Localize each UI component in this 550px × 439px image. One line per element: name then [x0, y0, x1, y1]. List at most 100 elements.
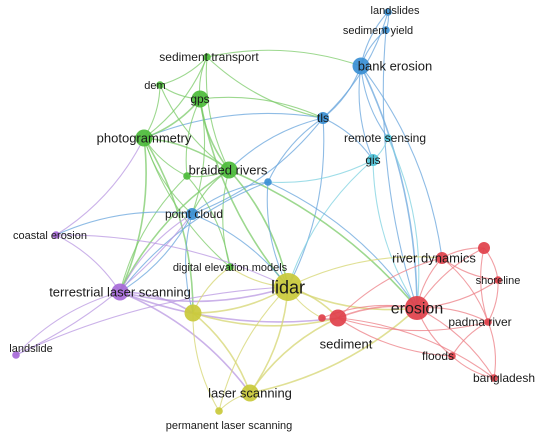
node-sediment[interactable]: [329, 309, 347, 327]
node-padma-river[interactable]: [484, 318, 492, 326]
edge-padma_river-bangladesh: [487, 321, 496, 379]
edge-braided_rivers-lidar: [228, 169, 289, 288]
edge-bank_erosion-tls: [322, 65, 362, 119]
node-shoreline[interactable]: [494, 276, 502, 284]
label-erosion: erosion: [391, 301, 443, 318]
node-floods[interactable]: [448, 352, 456, 360]
node-erosion[interactable]: [405, 296, 429, 320]
node-green-dot[interactable]: [183, 172, 191, 180]
node-yellow-hub[interactable]: [184, 304, 202, 322]
node-red-dot-left[interactable]: [318, 314, 326, 322]
edge-sediment_transport-tls: [206, 56, 324, 119]
label-floods: floods: [422, 349, 454, 363]
edge-layer: [15, 11, 499, 412]
edge-tls-photogrammetry: [143, 112, 324, 139]
edge-tls-gis: [322, 117, 374, 161]
edge-lidar-erosion: [287, 286, 418, 311]
label-dem: dem: [144, 80, 165, 92]
node-remote-sensing[interactable]: [384, 134, 392, 142]
label-lidar: lidar: [271, 277, 305, 297]
edge-terrestrial_laser_scanning-laser_scanning: [119, 291, 251, 394]
edge-green_dot-digital_elevation_models: [186, 175, 231, 268]
label-photogrammetry: photogrammetry: [97, 131, 192, 146]
edge-braided_rivers-erosion: [228, 169, 418, 309]
node-coastal-erosion[interactable]: [52, 231, 60, 239]
edge-terrestrial_laser_scanning-lidar: [119, 286, 289, 303]
edge-sediment-padma_river: [337, 317, 489, 332]
node-blue-dot[interactable]: [264, 178, 272, 186]
edge-lidar-river_dynamics: [287, 256, 443, 288]
edge-bank_erosion-erosion: [360, 65, 418, 309]
edge-terrestrial_laser_scanning-point_cloud: [119, 213, 193, 293]
label-braided-rivers: braided rivers: [189, 163, 268, 178]
node-digital-elevation-models[interactable]: [226, 263, 234, 271]
edge-blue_dot-terrestrial_laser_scanning: [119, 181, 269, 293]
node-gps[interactable]: [191, 90, 209, 108]
edge-braided_rivers-terrestrial_laser_scanning: [119, 169, 230, 293]
edge-terrestrial_laser_scanning-sediment: [119, 291, 339, 323]
label-river-dynamics: river dynamics: [392, 251, 476, 266]
edge-gis-blue_dot: [267, 159, 374, 183]
node-sediment-transport[interactable]: [203, 53, 211, 61]
label-point-cloud: point cloud: [165, 207, 223, 221]
node-permanent-laser-scanning[interactable]: [215, 407, 223, 415]
label-shoreline: shoreline: [476, 275, 521, 287]
node-landslide[interactable]: [12, 351, 20, 359]
edge-point_cloud-blue_dot: [191, 181, 269, 215]
edge-sediment-bangladesh: [337, 317, 495, 379]
label-gps: gps: [190, 92, 209, 106]
edge-green_dot-terrestrial_laser_scanning: [119, 175, 188, 293]
edge-sediment_yield-erosion: [382, 29, 418, 309]
edge-tls-braided_rivers: [228, 117, 324, 171]
node-laser-scanning[interactable]: [241, 384, 259, 402]
edge-tls-lidar: [287, 117, 325, 288]
label-gis: gis: [365, 153, 380, 167]
label-sediment: sediment: [320, 337, 373, 352]
node-sediment-yield[interactable]: [382, 26, 390, 34]
edge-landslide-lidar: [15, 286, 289, 356]
label-sediment-yield: sediment yield: [343, 25, 413, 37]
edge-yellow_hub-laser_scanning: [192, 312, 251, 394]
label-bangladesh: bangladesh: [473, 371, 535, 385]
label-padma-river: padma river: [448, 315, 511, 329]
edge-photogrammetry-terrestrial_laser_scanning: [119, 137, 147, 293]
edge-bank_erosion-gis: [358, 65, 374, 161]
node-landslides[interactable]: [384, 8, 392, 16]
edge-river_dynamics-sediment: [337, 257, 443, 319]
label-sediment-transport: sediment transport: [159, 50, 259, 64]
edge-yellow_hub-permanent_laser_scanning: [192, 312, 220, 412]
node-red-dot-top[interactable]: [478, 242, 490, 254]
node-point-cloud[interactable]: [186, 208, 198, 220]
edge-river_dynamics-padma_river: [441, 257, 489, 323]
edge-lidar-permanent_laser_scanning: [218, 286, 289, 412]
node-layer: [12, 8, 502, 415]
edge-floods-bangladesh: [451, 355, 495, 379]
node-bank-erosion[interactable]: [352, 57, 370, 75]
node-lidar[interactable]: [274, 273, 302, 301]
edge-gps-tls: [199, 96, 324, 119]
edge-red_dot_top-padma_river: [480, 247, 489, 323]
edge-gis-erosion: [372, 159, 418, 309]
node-terrestrial-laser-scanning[interactable]: [111, 283, 129, 301]
node-photogrammetry[interactable]: [135, 129, 153, 147]
label-terrestrial-laser-scanning: terrestrial laser scanning: [49, 285, 191, 300]
label-landslides: landslides: [371, 5, 420, 17]
edge-sediment-floods: [337, 317, 453, 357]
edge-gis-lidar: [287, 159, 374, 288]
edge-remote_sensing-erosion: [387, 137, 420, 309]
node-dem[interactable]: [156, 81, 164, 89]
node-gis[interactable]: [367, 154, 379, 166]
edge-sediment_transport-dem: [159, 56, 208, 86]
edge-sediment_transport-photogrammetry: [143, 56, 208, 139]
edge-sediment_transport-braided_rivers: [205, 56, 230, 171]
node-river-dynamics[interactable]: [436, 252, 448, 264]
edge-point_cloud-coastal_erosion: [55, 211, 193, 236]
edge-yellow_hub-digital_elevation_models: [192, 266, 231, 314]
node-braided-rivers[interactable]: [220, 161, 238, 179]
node-tls[interactable]: [317, 112, 329, 124]
label-remote-sensing: remote sensing: [344, 131, 426, 145]
label-landslide: landslide: [9, 343, 52, 355]
node-bangladesh[interactable]: [490, 374, 498, 382]
